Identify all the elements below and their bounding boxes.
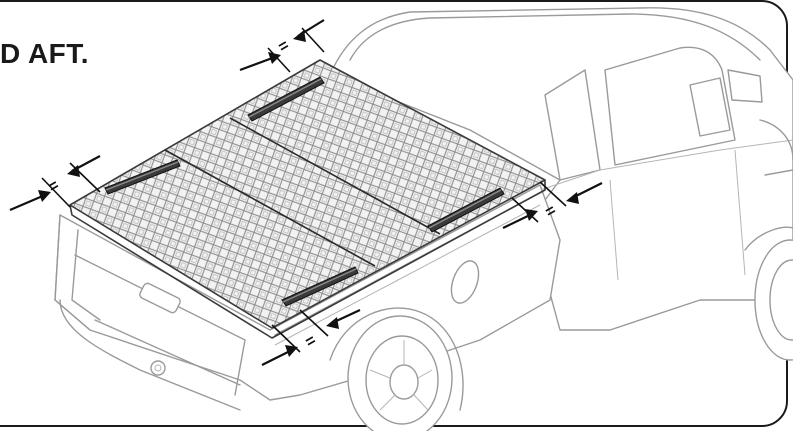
rear-wheel xyxy=(329,307,464,431)
instruction-heading: D AFT. xyxy=(0,38,90,69)
truck-cab xyxy=(329,7,793,331)
rail-rear-right xyxy=(281,266,359,307)
rail-front-right xyxy=(427,187,505,233)
side-mirror xyxy=(727,69,763,103)
front-wheel xyxy=(744,226,793,361)
rail-front-left xyxy=(247,76,325,122)
trailer-hitch xyxy=(150,360,166,376)
support-rails xyxy=(104,76,505,307)
arrow-icon xyxy=(326,317,339,329)
arrow-icon xyxy=(67,165,80,177)
dimension-callout-right: = xyxy=(502,181,603,229)
rail-rear-left xyxy=(104,159,181,195)
arrow-icon xyxy=(293,30,306,42)
cover-seam-1 xyxy=(164,149,376,267)
cover-seam-2 xyxy=(229,117,441,235)
tailgate-handle xyxy=(139,282,181,314)
arrow-icon xyxy=(285,345,298,357)
arrow-icon xyxy=(268,52,281,64)
dimension-callout-left: = xyxy=(9,155,101,212)
arrow-icon xyxy=(38,190,51,202)
equal-sign-icon: = xyxy=(275,37,292,56)
arrow-icon xyxy=(566,192,579,204)
arrow-icon xyxy=(525,209,538,221)
